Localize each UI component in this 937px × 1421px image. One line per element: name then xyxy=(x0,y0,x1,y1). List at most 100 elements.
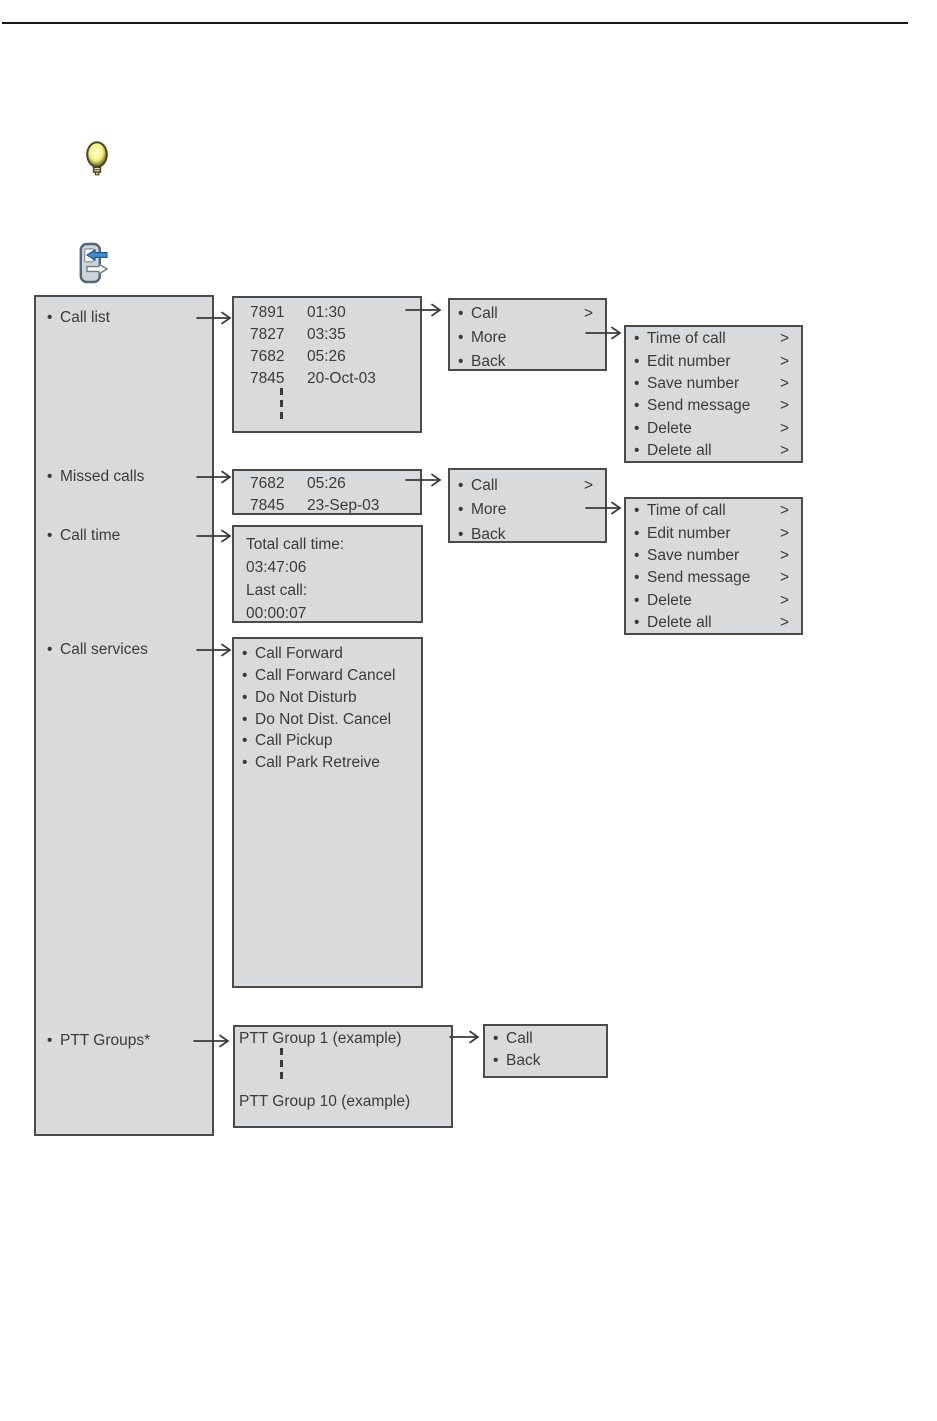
option-call: Call > xyxy=(450,302,605,326)
option-label: Call xyxy=(471,305,498,323)
option-label: Call Forward xyxy=(255,645,343,663)
option-label: More xyxy=(471,329,507,347)
call-list-row: 7891 01:30 xyxy=(234,302,420,324)
option-label: More xyxy=(471,501,507,518)
call-time-value: 03:47:06 xyxy=(246,558,307,576)
menu-item-label: Missed calls xyxy=(60,468,145,486)
arrow-ptt-screen-to-options xyxy=(449,1030,480,1044)
call-time-line: Last call: xyxy=(246,581,308,599)
option-label: Delete all xyxy=(647,613,712,631)
missed-calls-options-screen: Call > More Back xyxy=(448,468,607,543)
option-label: Time of call xyxy=(647,330,726,348)
option-label: Back xyxy=(471,353,506,371)
lightbulb-icon xyxy=(86,141,108,176)
option-label: Delete all xyxy=(647,441,712,459)
option-label: Call xyxy=(471,476,498,494)
call-time-value: 00:00:07 xyxy=(246,604,307,622)
call-detail: 23-Sep-03 xyxy=(307,497,380,515)
call-list-options-screen: Call > More Back xyxy=(448,298,607,371)
option-more: More xyxy=(450,326,605,350)
submenu-chevron: > xyxy=(779,569,789,587)
missed-call-row: 7845 23-Sep-03 xyxy=(234,495,420,517)
submenu-chevron: > xyxy=(779,441,789,459)
menu-item-label: Call list xyxy=(60,309,110,327)
option-label: Send message xyxy=(647,569,751,587)
option-time-of-call: Time of call > xyxy=(626,500,801,522)
call-time-screen: Total call time: 03:47:06 Last call: 00:… xyxy=(232,525,423,623)
option-call-forward: Call Forward xyxy=(234,643,421,665)
ptt-group-row: PTT Group 1 (example) xyxy=(239,1030,402,1048)
option-label: Time of call xyxy=(647,502,726,520)
submenu-chevron: > xyxy=(779,330,789,348)
menu-item-missed-calls: Missed calls xyxy=(47,467,144,487)
option-label: Call Pickup xyxy=(255,732,333,750)
option-more: More xyxy=(450,498,605,523)
menu-item-call-list: Call list xyxy=(47,308,110,328)
option-label: Edit number xyxy=(647,524,731,542)
missed-calls-screen: 7682 05:26 7845 23-Sep-03 xyxy=(232,469,422,515)
menu-item-label: PTT Groups* xyxy=(60,1032,151,1050)
option-label: Save number xyxy=(647,546,740,564)
missed-calls-more-menu: Time of call > Edit number > Save number… xyxy=(624,497,803,635)
option-edit-number: Edit number > xyxy=(626,350,801,372)
option-time-of-call: Time of call > xyxy=(626,328,801,350)
call-number: 7682 xyxy=(250,475,285,493)
call-detail: 01:30 xyxy=(307,304,346,322)
option-do-not-disturb-cancel: Do Not Dist. Cancel xyxy=(234,708,421,730)
option-edit-number: Edit number > xyxy=(626,522,801,544)
option-do-not-disturb: Do Not Disturb xyxy=(234,687,421,709)
menu-item-call-time: Call time xyxy=(47,526,120,546)
option-label: Call Park Retreive xyxy=(255,754,380,772)
call-number: 7845 xyxy=(250,370,285,388)
submenu-chevron: > xyxy=(779,397,789,415)
call-detail: 20-Oct-03 xyxy=(307,370,376,388)
submenu-chevron: > xyxy=(779,524,789,542)
call-detail: 03:35 xyxy=(307,326,346,344)
option-label: Do Not Disturb xyxy=(255,688,357,706)
call-list-row: 7845 20-Oct-03 xyxy=(234,368,420,390)
option-label: Back xyxy=(506,1052,541,1070)
submenu-chevron: > xyxy=(779,502,789,520)
call-time-line: Total call time: xyxy=(246,535,345,553)
option-send-message: Send message > xyxy=(626,395,801,417)
call-number: 7891 xyxy=(250,304,285,322)
menu-item-ptt-groups: PTT Groups* xyxy=(47,1031,150,1051)
call-list-screen: 7891 01:30 7827 03:35 7682 05:26 7845 20… xyxy=(232,296,422,433)
page-top-rule xyxy=(2,22,908,24)
option-save-number: Save number > xyxy=(626,545,801,567)
option-send-message: Send message > xyxy=(626,567,801,589)
option-label: Delete xyxy=(647,591,692,609)
missed-call-row: 7682 05:26 xyxy=(234,473,420,495)
option-call: Call xyxy=(485,1028,606,1050)
submenu-chevron: > xyxy=(779,613,789,631)
submenu-chevron: > xyxy=(583,476,593,494)
menu-item-label: Call services xyxy=(60,641,148,659)
option-label: Send message xyxy=(647,397,751,415)
submenu-chevron: > xyxy=(779,352,789,370)
submenu-chevron: > xyxy=(779,546,789,564)
submenu-chevron: > xyxy=(583,305,593,323)
option-call-pickup: Call Pickup xyxy=(234,730,421,752)
call-number: 7845 xyxy=(250,497,285,515)
ellipsis-indicator xyxy=(280,1048,283,1084)
option-back: Back xyxy=(485,1050,606,1072)
root-menu-box: Call list Missed calls Call time Call se… xyxy=(34,295,214,1136)
submenu-chevron: > xyxy=(779,419,789,437)
ptt-group-row: PTT Group 10 (example) xyxy=(239,1093,411,1111)
call-list-row: 7682 05:26 xyxy=(234,346,420,368)
option-call-park-retrieve: Call Park Retreive xyxy=(234,752,421,774)
ellipsis-indicator xyxy=(280,388,283,420)
option-delete: Delete > xyxy=(626,589,801,611)
option-back: Back xyxy=(450,350,605,374)
option-label: Delete xyxy=(647,419,692,437)
handset-menu-key-icon xyxy=(79,242,109,284)
option-call: Call > xyxy=(450,473,605,498)
submenu-chevron: > xyxy=(779,591,789,609)
option-save-number: Save number > xyxy=(626,373,801,395)
option-label: Save number xyxy=(647,374,740,392)
call-list-more-menu: Time of call > Edit number > Save number… xyxy=(624,325,803,463)
option-label: Edit number xyxy=(647,352,731,370)
option-delete-all: Delete all > xyxy=(626,439,801,461)
submenu-chevron: > xyxy=(779,374,789,392)
